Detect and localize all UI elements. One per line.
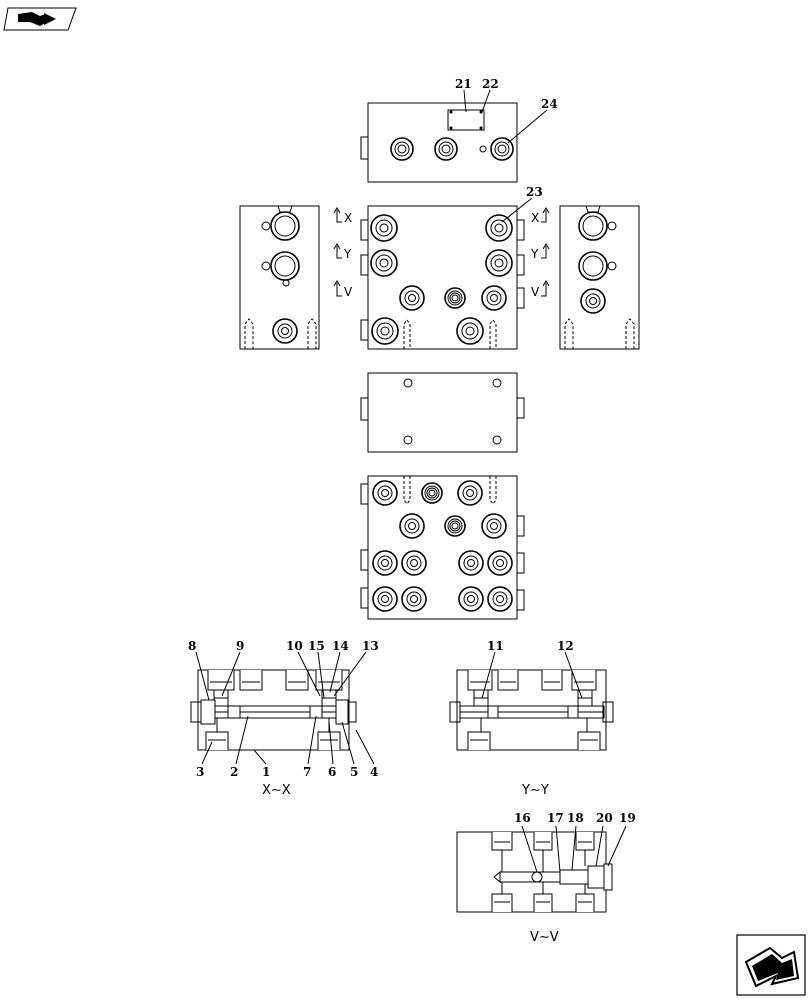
label-section-yy: Y∼Y — [521, 783, 549, 798]
bottom-view-block — [360, 372, 525, 453]
callouts: 21 22 24 23 8 9 10 15 14 13 3 2 1 7 6 5 … — [188, 77, 636, 825]
callout-23: 23 — [526, 185, 543, 199]
callout-13: 13 — [362, 639, 379, 653]
callout-9: 9 — [236, 639, 244, 653]
callout-18: 18 — [567, 811, 584, 825]
callout-3: 3 — [196, 765, 204, 779]
section-xx — [190, 669, 357, 751]
callout-19: 19 — [619, 811, 636, 825]
callout-15: 15 — [308, 639, 325, 653]
rear-view-block — [360, 475, 525, 620]
callout-2: 2 — [230, 765, 238, 779]
front-view-block — [360, 205, 525, 350]
book-arrow-icon[interactable] — [3, 7, 77, 31]
leader-lines — [195, 89, 627, 873]
cut-x-left: X — [344, 211, 352, 225]
callout-24: 24 — [541, 97, 558, 111]
section-yy — [449, 669, 614, 751]
left-side-view — [239, 205, 320, 350]
callout-8: 8 — [188, 639, 196, 653]
callout-20: 20 — [596, 811, 613, 825]
callout-10: 10 — [286, 639, 303, 653]
next-page-arrow-icon[interactable] — [736, 934, 806, 996]
cut-x-right: X — [531, 211, 539, 225]
callout-6: 6 — [328, 765, 336, 779]
cut-y-left: Y — [343, 247, 352, 261]
callout-22: 22 — [482, 77, 499, 91]
section-vv — [456, 831, 613, 913]
callout-4: 4 — [370, 765, 378, 779]
right-side-view — [559, 205, 640, 350]
callout-14: 14 — [332, 639, 349, 653]
callout-1: 1 — [262, 765, 270, 779]
callout-21: 21 — [455, 77, 472, 91]
label-section-vv: V∼V — [530, 930, 559, 945]
callout-5: 5 — [350, 765, 358, 779]
callout-11: 11 — [487, 639, 504, 653]
callout-7: 7 — [303, 765, 311, 779]
callout-16: 16 — [514, 811, 531, 825]
cut-marks: X Y V X Y V — [333, 207, 550, 299]
callout-17: 17 — [547, 811, 564, 825]
callout-12: 12 — [557, 639, 574, 653]
section-labels: X∼X Y∼Y V∼V — [262, 783, 559, 945]
label-section-xx: X∼X — [262, 783, 291, 798]
cut-y-right: Y — [530, 247, 539, 261]
top-view-block — [360, 102, 518, 183]
cut-v-right: V — [531, 285, 540, 299]
cut-v-left: V — [344, 285, 353, 299]
